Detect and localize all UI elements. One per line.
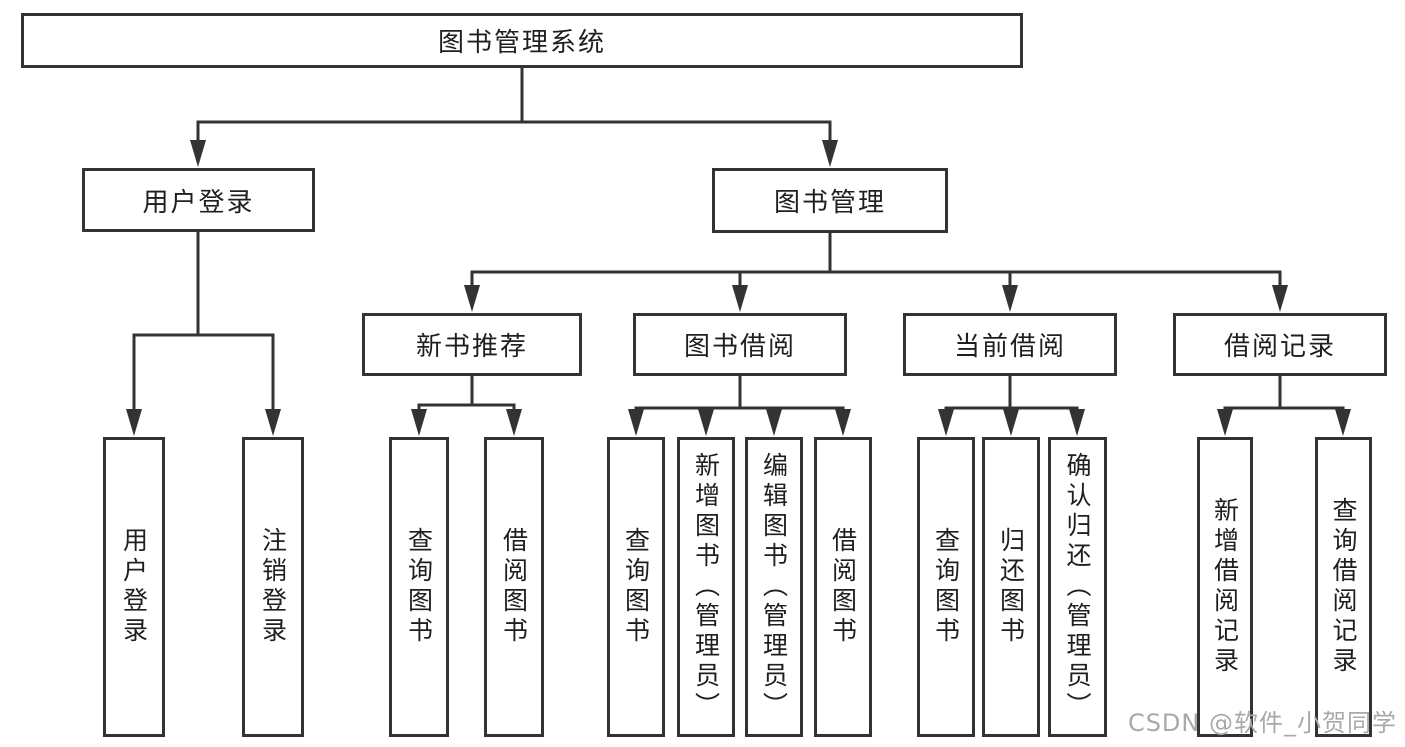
leaf-bb-query-books: 查询图书 xyxy=(607,437,665,737)
node-root: 图书管理系统 xyxy=(21,13,1023,68)
leaf-user-login: 用户登录 xyxy=(103,437,165,737)
leaf-br-query-record: 查询借阅记录 xyxy=(1315,437,1372,737)
watermark: CSDN @软件_小贺同学 xyxy=(1127,709,1397,737)
leaf-logout: 注销登录 xyxy=(242,437,304,737)
leaf-bb-add-books: 新增图书（管理员） xyxy=(677,437,735,737)
leaf-nb-borrow-books: 借阅图书 xyxy=(484,437,544,737)
node-new-book-rec: 新书推荐 xyxy=(362,313,582,376)
leaf-cb-query-books: 查询图书 xyxy=(917,437,975,737)
leaf-cb-confirm-return: 确认归还（管理员） xyxy=(1048,437,1107,737)
leaf-bb-edit-books: 编辑图书（管理员） xyxy=(745,437,803,737)
leaf-br-add-record: 新增借阅记录 xyxy=(1197,437,1253,737)
leaf-cb-return-books: 归还图书 xyxy=(982,437,1040,737)
node-book-borrow: 图书借阅 xyxy=(633,313,847,376)
node-current-borrow: 当前借阅 xyxy=(903,313,1117,376)
node-user-login: 用户登录 xyxy=(82,168,315,232)
node-book-management: 图书管理 xyxy=(712,168,948,233)
node-borrow-records: 借阅记录 xyxy=(1173,313,1387,376)
leaf-bb-borrow-books: 借阅图书 xyxy=(814,437,872,737)
leaf-nb-query-books: 查询图书 xyxy=(389,437,449,737)
